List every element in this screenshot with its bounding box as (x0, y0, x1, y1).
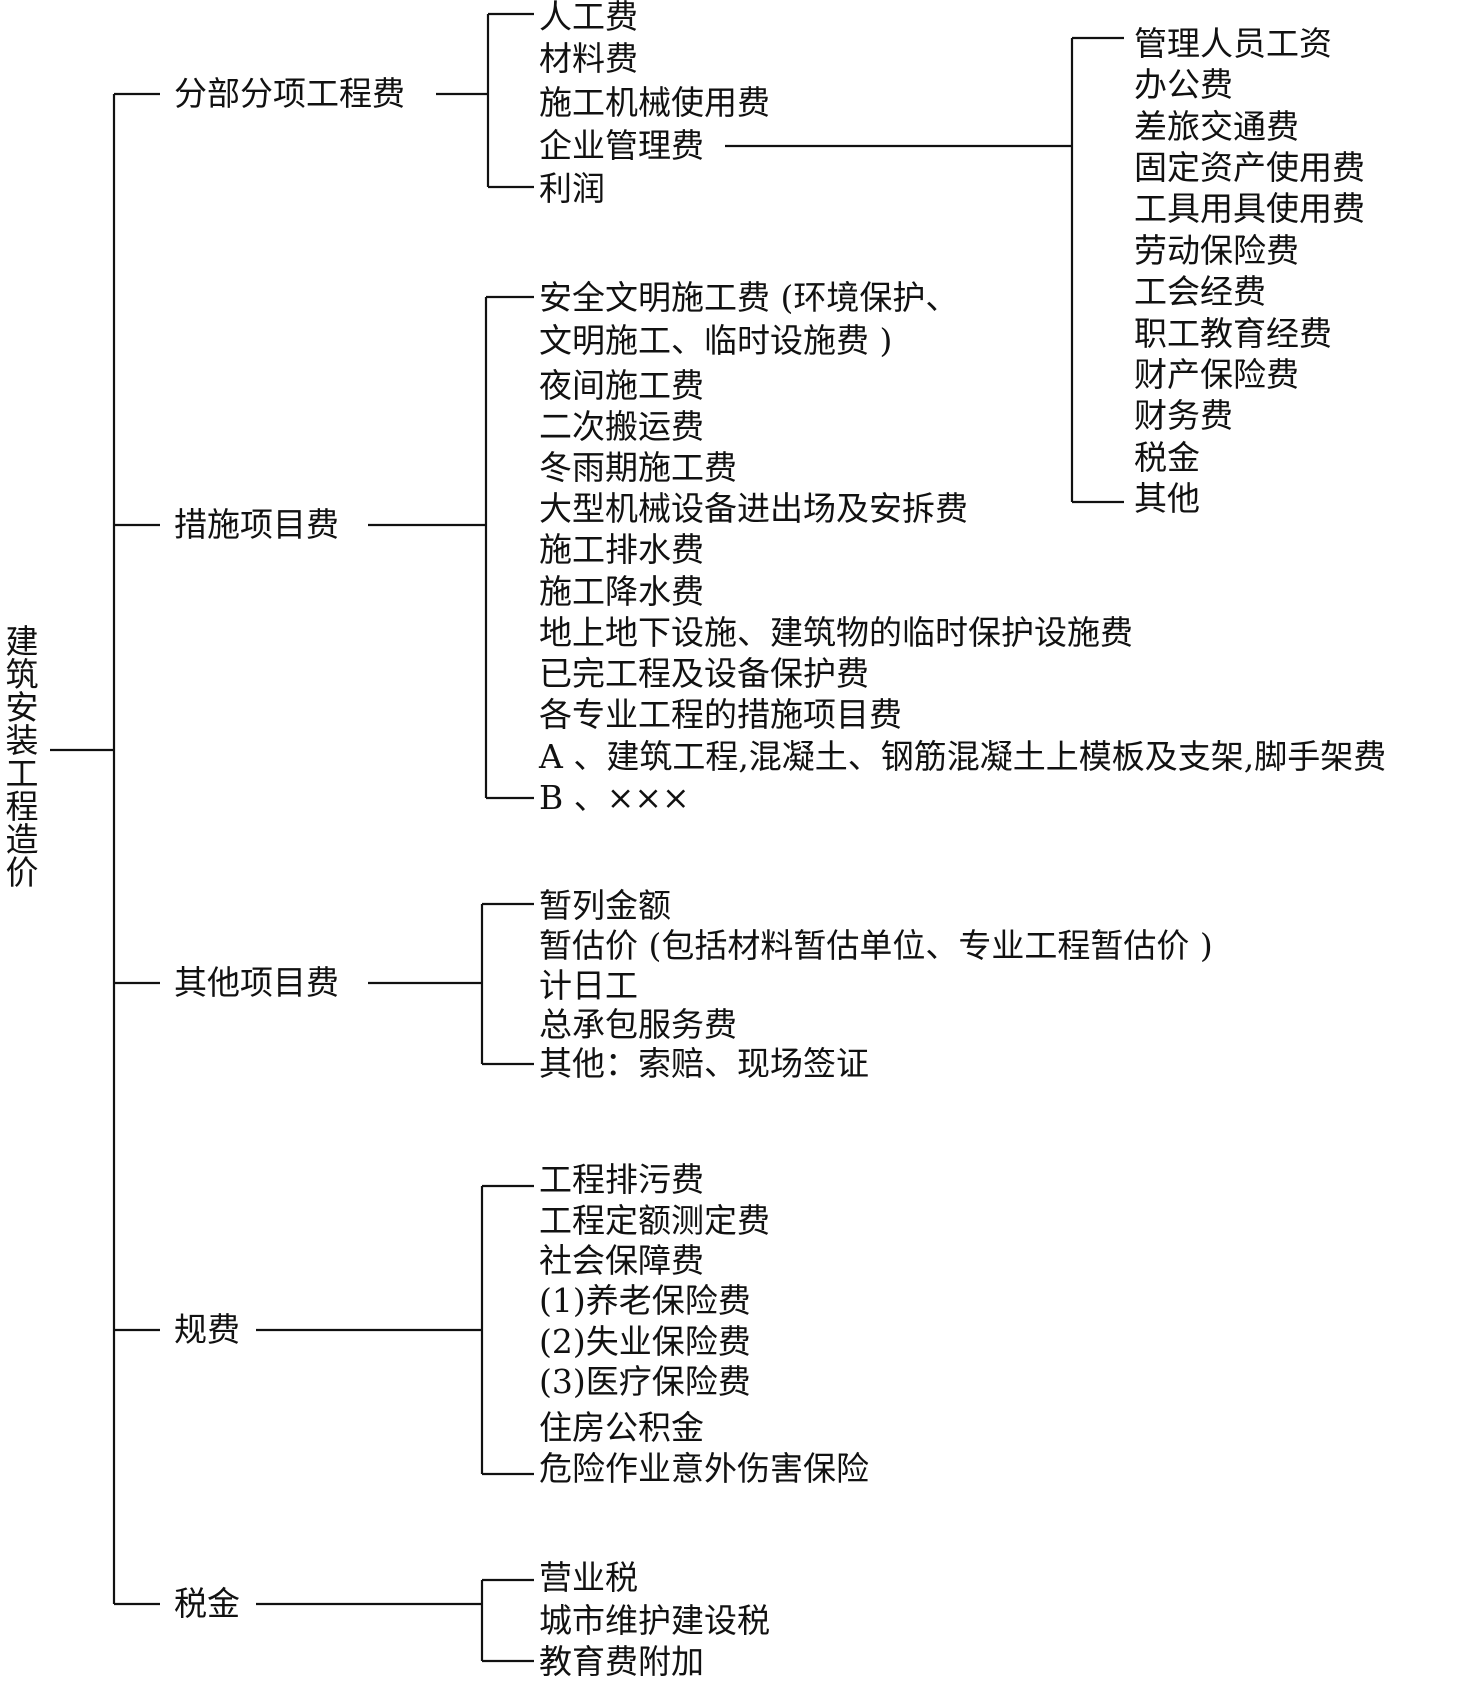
sub-item: 差旅交通费 (1134, 107, 1299, 146)
group-4-item: 工程定额测定费 (539, 1201, 770, 1240)
group-1-item: 企业管理费 (539, 126, 704, 165)
group-5-item: 城市维护建设税 (539, 1601, 770, 1640)
root-label: 建筑安装工程造价 (0, 624, 39, 888)
group-2-item: 夜间施工费 (539, 366, 704, 405)
group-3-item: 暂列金额 (539, 886, 671, 925)
group-label-1: 分部分项工程费 (174, 74, 405, 113)
sub-item: 税金 (1134, 438, 1200, 477)
group-2-item: 二次搬运费 (539, 407, 704, 446)
group-4-item: 社会保障费 (539, 1241, 704, 1280)
group-label-3: 其他项目费 (174, 963, 339, 1002)
group-2-item: 大型机械设备进出场及安拆费 (539, 489, 968, 528)
sub-item: 财务费 (1134, 396, 1233, 435)
group-4-item: (2)失业保险费 (539, 1322, 751, 1361)
group-1-item: 材料费 (539, 39, 638, 78)
group-2-item: 施工排水费 (539, 530, 704, 569)
sub-item: 管理人员工资 (1134, 24, 1332, 63)
group-3-item: 计日工 (539, 966, 638, 1005)
group-2-item: 冬雨期施工费 (539, 448, 737, 487)
sub-item: 工具用具使用费 (1134, 189, 1365, 228)
group-label-2: 措施项目费 (174, 505, 339, 544)
group-2-item: 各专业工程的措施项目费 (539, 695, 902, 734)
sub-item: 职工教育经费 (1134, 314, 1332, 353)
group-4-item: 工程排污费 (539, 1160, 704, 1199)
group-5-item: 教育费附加 (539, 1642, 704, 1681)
group-4-item: (3)医疗保险费 (539, 1362, 751, 1401)
group-1-item: 人工费 (539, 0, 638, 36)
group-label-5: 税金 (174, 1584, 240, 1623)
group-3-item: 总承包服务费 (539, 1005, 737, 1044)
group-2-item: 文明施工、临时设施费 ) (539, 321, 893, 360)
group-4-item: 危险作业意外伤害保险 (539, 1449, 869, 1488)
sub-item: 固定资产使用费 (1134, 148, 1365, 187)
sub-item: 财产保险费 (1134, 355, 1299, 394)
group-2-item: 地上地下设施、建筑物的临时保护设施费 (539, 613, 1133, 652)
group-2-item: B 、××× (539, 778, 690, 817)
group-2-item: 施工降水费 (539, 572, 704, 611)
group-1-item: 利润 (539, 169, 605, 208)
group-3-item: 其他：索赔、现场签证 (539, 1044, 869, 1083)
sub-item: 工会经费 (1134, 272, 1266, 311)
group-4-item: (1)养老保险费 (539, 1281, 751, 1320)
group-1-item: 施工机械使用费 (539, 83, 770, 122)
group-4-item: 住房公积金 (539, 1408, 704, 1447)
sub-item: 劳动保险费 (1134, 231, 1299, 270)
group-label-4: 规费 (174, 1310, 240, 1349)
group-3-item: 暂估价 (包括材料暂估单位、专业工程暂估价 ) (539, 926, 1213, 965)
group-2-item: 已完工程及设备保护费 (539, 654, 869, 693)
sub-item: 其他 (1134, 479, 1200, 518)
group-5-item: 营业税 (539, 1558, 638, 1597)
sub-item: 办公费 (1134, 65, 1233, 104)
group-2-item: 安全文明施工费 (环境保护、 (539, 278, 959, 317)
group-2-item: A 、建筑工程,混凝土、钢筋混凝土上模板及支架,脚手架费 (539, 737, 1387, 776)
